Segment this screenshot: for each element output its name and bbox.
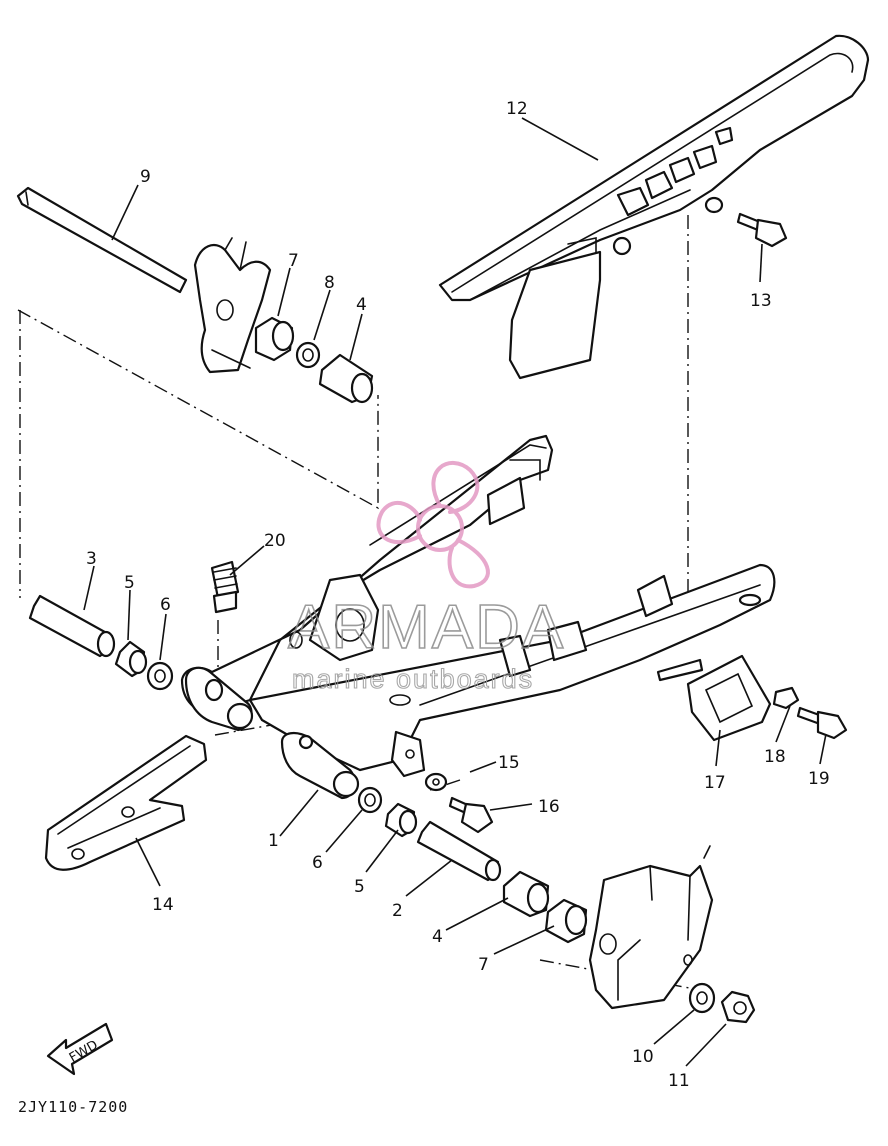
callout-6-left: 6 — [160, 595, 171, 615]
callout-19: 19 — [808, 769, 830, 789]
callout-13: 13 — [750, 291, 772, 311]
frame-bracket-lower — [588, 845, 714, 1010]
callout-9: 9 — [140, 167, 151, 187]
callout-numbers: 1 2 3 4 4 5 5 6 6 7 7 8 9 10 11 12 13 14… — [86, 99, 830, 1091]
chain-puller-plate-part-17 — [656, 654, 772, 742]
watermark-brand: ARMADA — [288, 593, 565, 662]
pivot-shaft-part-9 — [16, 186, 188, 294]
armada-watermark: ARMADA marine outboards — [287, 460, 565, 695]
callout-7-upper: 7 — [288, 251, 299, 271]
bolt-part-18 — [772, 686, 800, 710]
callout-1: 1 — [268, 831, 279, 851]
callout-14: 14 — [152, 895, 174, 915]
callout-5-right: 5 — [354, 877, 365, 897]
callout-4-lower: 4 — [432, 927, 443, 947]
callout-11: 11 — [668, 1071, 690, 1091]
seal-part-6-right — [357, 786, 383, 814]
bolt-part-19 — [796, 706, 848, 740]
armada-logo-icon — [376, 460, 490, 589]
bushing-part-7-upper — [254, 316, 295, 362]
frame-bracket-upper — [193, 237, 272, 374]
callout-10: 10 — [632, 1047, 654, 1067]
watermark-tagline: marine outboards — [292, 664, 534, 694]
washer-part-10 — [688, 982, 716, 1014]
callout-16: 16 — [538, 797, 560, 817]
collar-part-4-upper — [318, 353, 374, 404]
callout-18: 18 — [764, 747, 786, 767]
nut-part-11 — [720, 990, 756, 1024]
seal-part-6-left — [146, 661, 174, 691]
callout-3: 3 — [86, 549, 97, 569]
callout-7-lower: 7 — [478, 955, 489, 975]
inner-collar-part-2 — [416, 820, 502, 882]
leader-lines — [83, 117, 827, 1067]
bearing-part-5-left — [114, 640, 148, 678]
callout-12: 12 — [506, 99, 528, 119]
grease-nipple-part-20 — [210, 560, 240, 614]
callout-17: 17 — [704, 773, 726, 793]
callout-15: 15 — [498, 753, 520, 773]
chain-guide-part-14 — [44, 734, 208, 871]
chain-case-part-12 — [438, 34, 870, 380]
bolt-part-16 — [448, 796, 494, 834]
callout-20: 20 — [264, 531, 286, 551]
bushing-part-7-lower — [544, 898, 588, 944]
callout-4-upper: 4 — [356, 295, 367, 315]
washer-part-8 — [295, 341, 321, 369]
washer-part-15 — [424, 772, 448, 792]
callout-6-right: 6 — [312, 853, 323, 873]
callout-2: 2 — [392, 901, 403, 921]
pivot-collar-part-3 — [28, 594, 116, 658]
callout-5-left: 5 — [124, 573, 135, 593]
collar-part-4-lower — [502, 870, 550, 918]
callout-8: 8 — [324, 273, 335, 293]
swingarm-part-1 — [180, 434, 776, 800]
drawing-code: 2JY110-7200 — [18, 1098, 128, 1116]
bolt-part-13 — [736, 212, 788, 248]
forward-direction-arrow: FWD — [46, 1022, 114, 1076]
bearing-part-5-right — [384, 802, 418, 838]
